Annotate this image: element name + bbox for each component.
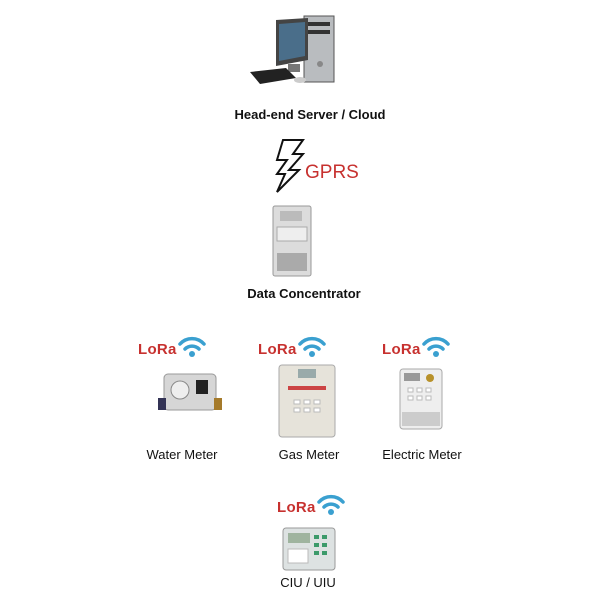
lora-label: LoRa [138, 341, 177, 358]
server-label: Head-end Server / Cloud [234, 107, 386, 122]
data-concentrator-icon [272, 205, 312, 277]
lora-label: LoRa [258, 341, 297, 358]
water-meter-icon [158, 373, 222, 411]
ciu-label: CIU / UIU [280, 575, 336, 590]
electric-meter-label: Electric Meter [382, 447, 462, 462]
lora-badge: LoRa [382, 334, 451, 358]
wifi-icon [297, 336, 326, 357]
lora-label: LoRa [382, 341, 421, 358]
gas-meter-label: Gas Meter [278, 447, 340, 462]
wifi-icon [316, 494, 345, 515]
lora-badge: LoRa [277, 492, 346, 516]
lora-label: LoRa [277, 499, 316, 516]
water-meter-label: Water Meter [146, 447, 218, 462]
lora-badge: LoRa [258, 334, 327, 358]
lora-badge: LoRa [138, 334, 207, 358]
gprs-label: GPRS [305, 162, 359, 183]
gas-meter-icon [278, 364, 336, 438]
wifi-icon [421, 336, 450, 357]
wifi-icon [177, 336, 206, 357]
ciu-device-icon [282, 527, 336, 571]
computer-icon [250, 15, 335, 84]
lightning-bolt-icon [275, 139, 306, 193]
electric-meter-icon [399, 368, 443, 430]
concentrator-label: Data Concentrator [247, 286, 361, 301]
